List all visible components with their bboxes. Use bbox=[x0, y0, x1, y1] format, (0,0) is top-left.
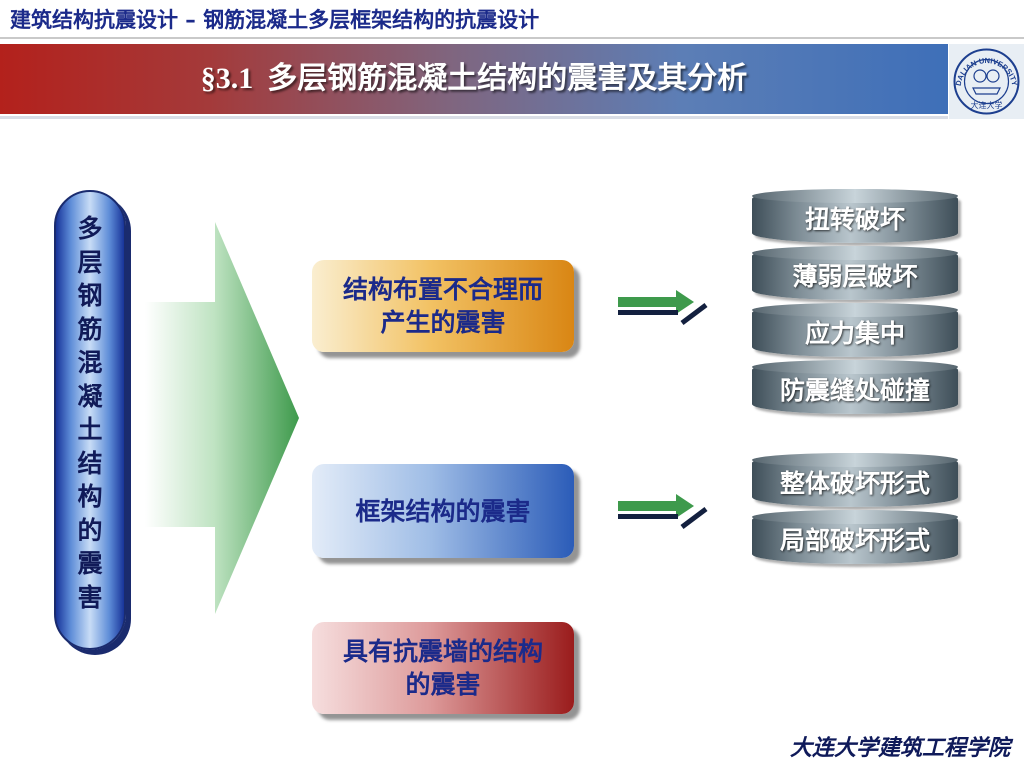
branch-arrow-icon bbox=[145, 222, 299, 614]
course-title: 建筑结构抗震设计 – 钢筋混凝土多层框架结构的抗震设计 bbox=[10, 8, 540, 32]
damage-item-label: 扭转破坏 bbox=[804, 205, 905, 234]
category-label-line: 的震害 bbox=[405, 670, 481, 699]
damage-item-label: 应力集中 bbox=[804, 319, 905, 348]
section-title-text: 多层钢筋混凝土结构的震害及其分析 bbox=[267, 61, 748, 96]
footer-institution: 大连大学建筑工程学院 bbox=[789, 736, 1010, 761]
header-divider bbox=[0, 37, 1024, 39]
root-char: 多 bbox=[77, 214, 103, 243]
root-topic-pill bbox=[54, 190, 126, 650]
root-char: 震 bbox=[77, 549, 103, 578]
category-frame-damage: 框架结构的震害 bbox=[312, 464, 574, 558]
root-char: 结 bbox=[77, 448, 103, 478]
logo-chinese-text: 大连大学 bbox=[971, 100, 1003, 110]
damage-item-torsion: 扭转破坏 bbox=[752, 189, 958, 243]
damage-item-weak-story: 薄弱层破坏 bbox=[752, 246, 958, 300]
right-arrow-icon bbox=[618, 290, 708, 325]
root-char: 筋 bbox=[77, 314, 103, 344]
section-banner bbox=[0, 44, 948, 114]
category-label-line: 产生的震害 bbox=[380, 308, 506, 337]
root-char: 构 bbox=[77, 482, 103, 511]
damage-item-label: 薄弱层破坏 bbox=[792, 262, 918, 291]
damage-item-label: 局部破坏形式 bbox=[779, 526, 930, 555]
category-shearwall-damage: 具有抗震墙的结构的震害 bbox=[312, 622, 574, 714]
banner-underline bbox=[0, 116, 948, 119]
damage-item-label: 整体破坏形式 bbox=[779, 469, 930, 498]
category-layout-damage: 结构布置不合理而产生的震害 bbox=[312, 260, 574, 352]
category-label-line: 框架结构的震害 bbox=[355, 496, 531, 526]
root-char: 凝 bbox=[77, 381, 103, 411]
root-char: 土 bbox=[77, 415, 103, 444]
damage-item-global-failure: 整体破坏形式 bbox=[752, 453, 958, 507]
section-number: §3.1 bbox=[200, 62, 254, 95]
root-char: 层 bbox=[77, 247, 103, 277]
root-char: 混 bbox=[77, 348, 103, 377]
damage-item-joint-pounding: 防震缝处碰撞 bbox=[752, 360, 958, 414]
damage-item-label: 防震缝处碰撞 bbox=[779, 376, 930, 405]
category-label-line: 具有抗震墙的结构 bbox=[342, 637, 543, 666]
damage-item-stress-concentration: 应力集中 bbox=[752, 303, 958, 357]
section-title: §3.1 多层钢筋混凝土结构的震害及其分析 bbox=[0, 44, 948, 114]
root-char: 害 bbox=[77, 582, 103, 612]
root-char: 钢 bbox=[77, 281, 103, 310]
root-char: 的 bbox=[77, 515, 103, 545]
right-arrow-icon bbox=[618, 494, 708, 529]
dalian-university-seal-icon: DALIAN UNIVERSITY 大连大学 bbox=[949, 44, 1024, 119]
damage-item-local-failure: 局部破坏形式 bbox=[752, 510, 958, 564]
category-label-line: 结构布置不合理而 bbox=[342, 275, 543, 304]
root-topic-label: 多 层 钢 筋 混 凝 土 结 构 的 震 害 bbox=[54, 212, 126, 614]
